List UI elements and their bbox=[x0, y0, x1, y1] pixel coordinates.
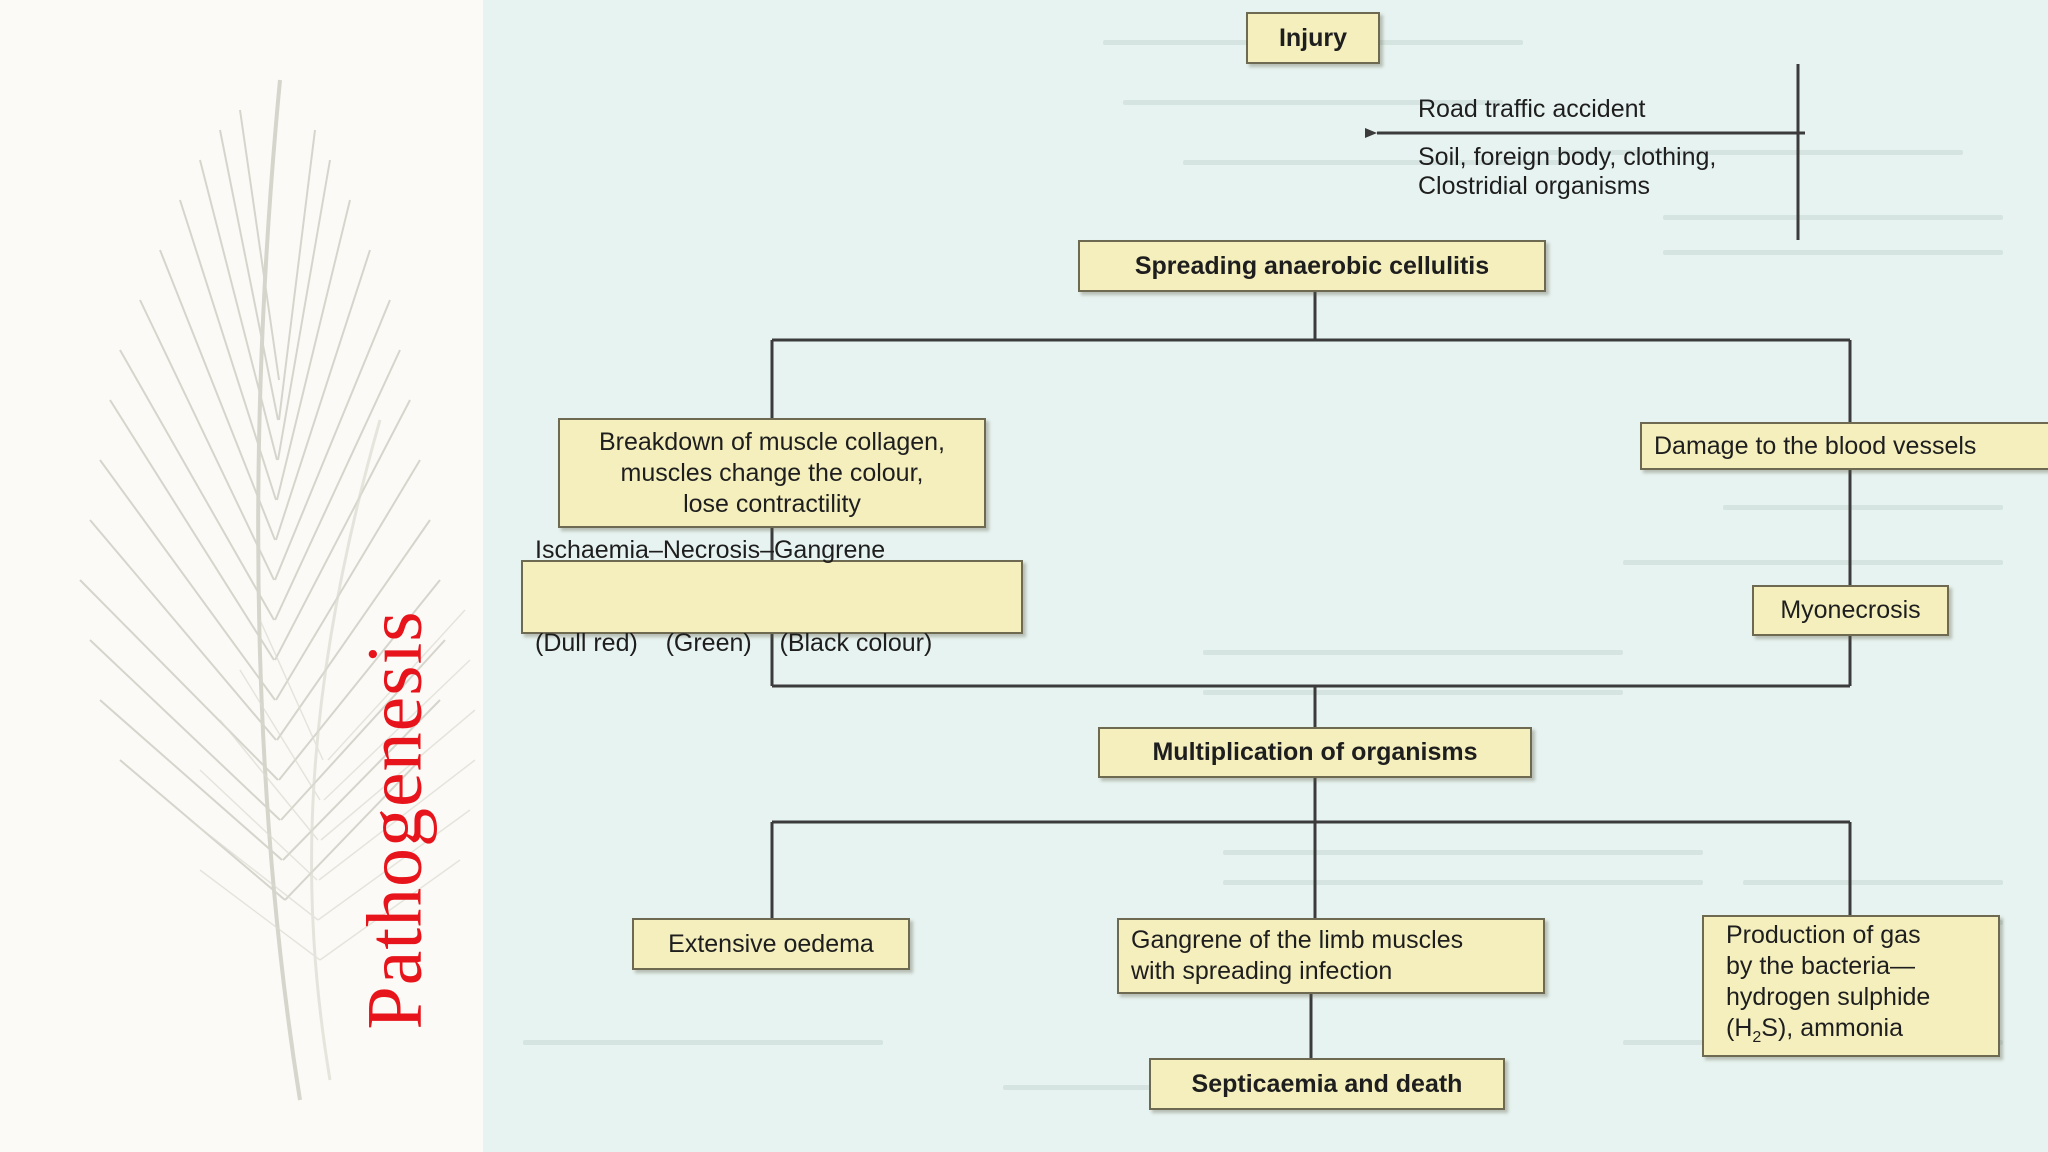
cause-soil: Soil, foreign body, clothing, bbox=[1418, 143, 1717, 171]
outcome-box: Septicaemia and death bbox=[1149, 1058, 1505, 1110]
cellulitis-box: Spreading anaerobic cellulitis bbox=[1078, 240, 1546, 292]
slide-title: Pathogenesis bbox=[351, 540, 438, 1100]
blood-vessels-box: Damage to the blood vessels bbox=[1640, 422, 2048, 470]
cause-road-traffic: Road traffic accident bbox=[1418, 95, 1646, 123]
gas-production-box: Production of gas by the bacteria— hydro… bbox=[1702, 915, 2000, 1057]
connector-lines bbox=[770, 64, 1852, 1058]
cause-clostridial: Clostridial organisms bbox=[1418, 172, 1651, 200]
slide-title-text: Pathogenesis bbox=[351, 610, 439, 1030]
injury-box: Injury bbox=[1246, 12, 1380, 64]
gangrene-box: Gangrene of the limb muscles with spread… bbox=[1117, 918, 1545, 994]
title-panel: Pathogenesis bbox=[0, 0, 483, 1152]
feather-icon bbox=[79, 79, 476, 1101]
collagen-box: Breakdown of muscle collagen, muscles ch… bbox=[558, 418, 986, 528]
pathogenesis-flowchart: Injury Road traffic accident Soil, forei… bbox=[483, 0, 2048, 1152]
ischaemia-box: Ischaemia–Necrosis–Gangrene (Dull red) (… bbox=[521, 536, 1023, 657]
myonecrosis-box: Myonecrosis bbox=[1752, 585, 1949, 636]
multiplication-box: Multiplication of organisms bbox=[1098, 727, 1532, 778]
oedema-box: Extensive oedema bbox=[632, 918, 910, 970]
